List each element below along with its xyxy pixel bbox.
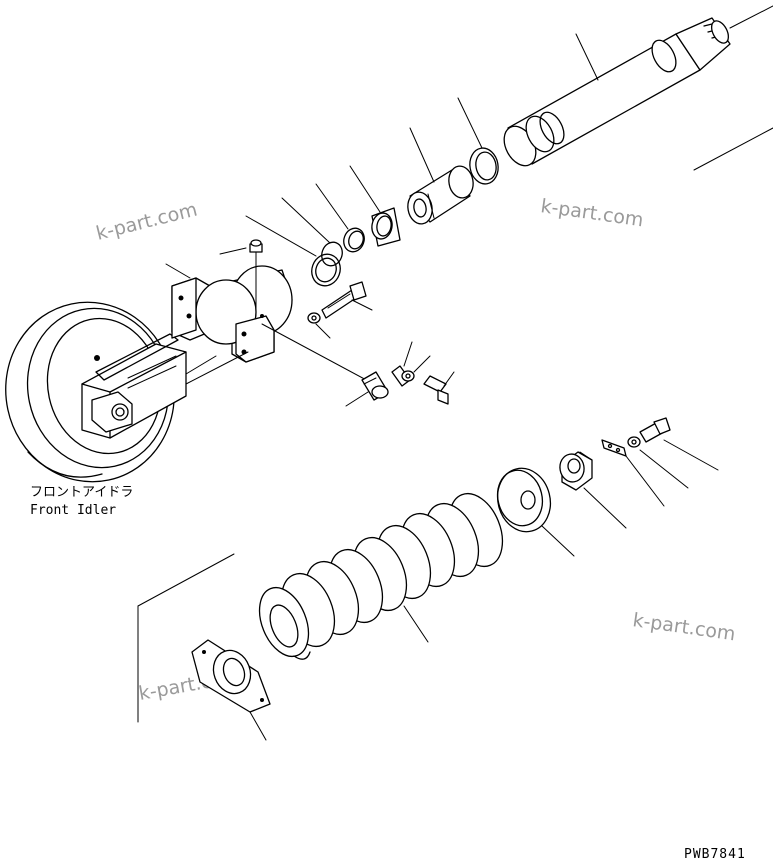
leader-piston-rod	[575, 33, 599, 81]
leader-yoke	[185, 355, 217, 375]
spring-nut	[559, 451, 593, 491]
leader-spring-lock-plate	[625, 455, 665, 507]
spring-seat	[191, 639, 271, 713]
valve-reference-line	[261, 323, 371, 383]
leader-piston	[409, 127, 435, 183]
leader-bolt-short	[443, 371, 455, 387]
grease-nipple	[249, 239, 263, 317]
leader-grease-valve	[345, 391, 369, 407]
leader-wear-ring	[457, 97, 483, 149]
ring-1	[321, 241, 343, 267]
caption-english: Front Idler	[30, 503, 116, 518]
piston	[407, 165, 474, 225]
drawing-code: PWB7841	[684, 847, 746, 860]
idler-yoke	[81, 333, 187, 439]
boundary-frame	[137, 553, 235, 723]
leader-spring-end-bolt	[663, 439, 719, 471]
leader-spring-retainer	[541, 525, 575, 557]
watermark-3: k-part.com	[631, 609, 737, 645]
grease-valve	[361, 371, 389, 401]
leader-washer-small	[315, 323, 331, 339]
piston-rod	[503, 5, 773, 167]
washer-small	[307, 312, 321, 324]
spring-lock-plate	[601, 439, 627, 457]
watermark-2: k-part.com	[539, 195, 645, 231]
leader-washer-valve	[413, 355, 431, 373]
snap-ring	[311, 253, 341, 287]
ring-2	[343, 227, 365, 253]
recoil-spring	[258, 492, 504, 660]
leader-bolt-long	[351, 299, 373, 311]
bolt-long	[321, 281, 367, 319]
leader-spring-washer	[639, 449, 689, 489]
leader-yoke-block	[165, 263, 191, 279]
leader-ring-2	[315, 183, 349, 230]
assembly-boundary-line	[693, 127, 773, 171]
spring-retainer	[496, 467, 552, 533]
leader-ring-1	[281, 197, 331, 244]
leader-bushing	[349, 165, 381, 213]
spring-washer	[627, 436, 641, 448]
spring-end-bolt	[639, 417, 671, 443]
idler-reference-line	[185, 351, 249, 385]
bolt-short	[423, 375, 449, 405]
leader-spring-seat	[249, 711, 267, 741]
leader-recoil-spring	[403, 605, 429, 643]
leader-grease-nipple	[219, 247, 247, 255]
cylinder-yoke-block	[171, 265, 293, 363]
wear-ring	[469, 147, 499, 185]
watermark-1: k-part.com	[94, 198, 200, 244]
leader-lock-plate	[403, 341, 413, 367]
leader-spring-nut	[583, 487, 627, 529]
washer-valve	[401, 370, 415, 382]
leader-snap-ring	[245, 215, 317, 257]
caption-japanese: フロントアイドラ	[30, 485, 133, 500]
bushing	[371, 207, 401, 247]
